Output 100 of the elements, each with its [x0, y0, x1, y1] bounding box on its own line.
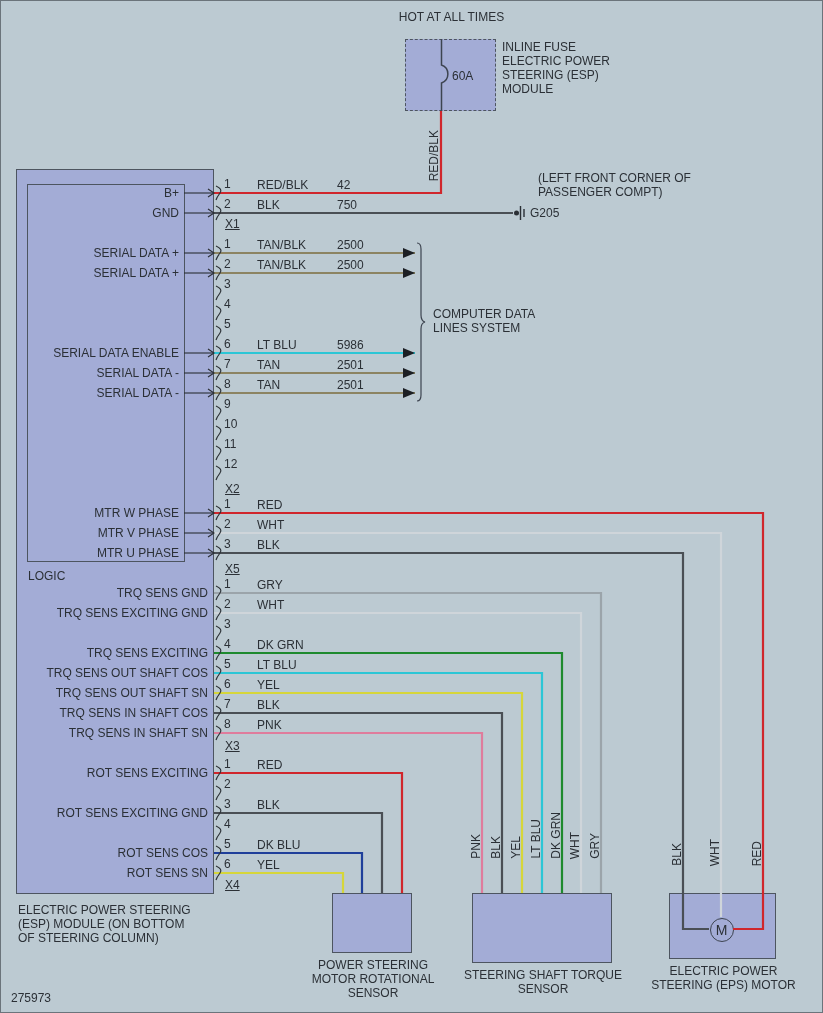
pin-number: 5: [224, 657, 231, 671]
system-label: COMPUTER DATA LINES SYSTEM: [433, 307, 536, 335]
wire-color-label: RED/BLK: [427, 130, 441, 182]
pin-name: ROT SENS SN: [126, 866, 208, 880]
wire: [214, 771, 404, 893]
pin-number: 2: [224, 517, 231, 531]
pin-number: 8: [224, 717, 231, 731]
wire-color-label: BLK: [256, 698, 281, 712]
wire: [214, 871, 345, 893]
arrow: [214, 368, 415, 378]
wire: [214, 851, 364, 893]
pin-number: 12: [224, 457, 238, 471]
wire-color-label: RED/BLK: [256, 178, 310, 192]
pin-number: 1: [224, 577, 231, 591]
location-note: (LEFT FRONT CORNER OF PASSENGER COMPT): [538, 171, 692, 199]
circuit-number: 2501: [336, 358, 365, 372]
wire-color-label: LT BLU: [529, 819, 543, 859]
arrow: [183, 348, 215, 358]
pin-name: MTR W PHASE: [94, 506, 179, 520]
arrow: [214, 248, 415, 258]
pin-number: 1: [224, 757, 231, 771]
wire-color-label: WHT: [256, 598, 286, 612]
arrow: [183, 508, 215, 518]
wire-color-label: LT BLU: [256, 338, 298, 352]
fuse-rating: 60A: [452, 69, 475, 83]
pin-number: 6: [224, 677, 231, 691]
pin-number: 5: [224, 317, 231, 331]
pin-name: ROT SENS COS: [117, 846, 208, 860]
arrow: [183, 368, 215, 378]
pin-name: TRQ SENS OUT SHAFT COS: [46, 666, 208, 680]
fuse-label: INLINE FUSE ELECTRIC POWER STEERING (ESP) MODULE: [502, 40, 611, 96]
motor-label: ELECTRIC POWER STEERING (EPS) MOTOR: [650, 964, 797, 992]
arrow: [183, 188, 215, 198]
module-label: ELECTRIC POWER STEERING (ESP) MODULE (ON BOTTOM OF STEERING COLUMN): [18, 903, 192, 945]
pin-number: 7: [224, 357, 231, 371]
arrow: [183, 208, 215, 218]
wire-color-label: DK GRN: [256, 638, 305, 652]
wire-color-label: RED: [750, 841, 764, 867]
wire-color-label: WHT: [256, 518, 286, 532]
wire-color-label: LT BLU: [256, 658, 298, 672]
wire-color-label: TAN/BLK: [256, 238, 308, 252]
connector-id: X2: [225, 482, 240, 496]
connector-id: X1: [225, 217, 240, 231]
circuit-number: 2500: [336, 258, 365, 272]
connector-id: X4: [225, 878, 240, 892]
arrow: [214, 348, 415, 358]
wire-color-label: BLK: [489, 836, 503, 859]
pin-name: MTR U PHASE: [97, 546, 179, 560]
pin-number: 1: [224, 497, 231, 511]
motor-circle: [710, 918, 734, 942]
pin-name: SERIAL DATA +: [93, 246, 179, 260]
pin-number: 1: [224, 177, 231, 191]
supply-note: HOT AT ALL TIMES: [397, 10, 506, 24]
arrow: [183, 528, 215, 538]
pin-number: 3: [224, 277, 231, 291]
wire-color-label: YEL: [256, 678, 281, 692]
wire: [214, 811, 384, 893]
pin-name: B+: [164, 186, 179, 200]
logic-label: LOGIC: [28, 569, 67, 583]
arrow: [214, 268, 415, 278]
pin-number: 4: [224, 817, 231, 831]
arrow: [183, 548, 215, 558]
motor-letter: M: [714, 923, 729, 937]
wire-color-label: TAN/BLK: [256, 258, 308, 272]
pin-number: 3: [224, 537, 231, 551]
pin-name: SERIAL DATA -: [96, 366, 179, 380]
wire-color-label: DK GRN: [549, 812, 563, 859]
pin-number: 6: [224, 857, 231, 871]
wire-color-label: DK BLU: [256, 838, 302, 852]
pin-number: 3: [224, 617, 231, 631]
pin-number: 11: [224, 437, 237, 451]
arrow: [183, 388, 215, 398]
pin-number: 2: [224, 197, 231, 211]
connector-id: X3: [225, 739, 240, 753]
wire-color-label: TAN: [256, 358, 282, 372]
pin-number: 5: [224, 837, 231, 851]
sensor-label: STEERING SHAFT TORQUE SENSOR: [463, 968, 623, 996]
wire: [214, 711, 504, 893]
pin-name: GND: [152, 206, 179, 220]
pin-number: 10: [224, 417, 238, 431]
wire-color-label: BLK: [670, 843, 684, 866]
pin-name: TRQ SENS IN SHAFT SN: [68, 726, 208, 740]
pin-name: TRQ SENS IN SHAFT COS: [59, 706, 208, 720]
pin-number: 2: [224, 597, 231, 611]
pin-name: ROT SENS EXCITING: [86, 766, 208, 780]
arrow: [183, 248, 215, 258]
pin-number: 2: [224, 257, 231, 271]
wire-color-label: BLK: [256, 798, 281, 812]
pin-number: 1: [224, 237, 231, 251]
wire-color-label: YEL: [509, 836, 523, 859]
arrow: [183, 268, 215, 278]
wire-color-label: GRY: [256, 578, 284, 592]
wire: [214, 731, 484, 893]
wire-color-label: PNK: [256, 718, 283, 732]
arrow: [214, 388, 415, 398]
pin-number: 4: [224, 637, 231, 651]
pin-number: 8: [224, 377, 231, 391]
sensor-label: POWER STEERING MOTOR ROTATIONAL SENSOR: [310, 958, 436, 1000]
wire-color-label: GRY: [588, 833, 602, 859]
wire-color-label: WHT: [568, 832, 582, 860]
